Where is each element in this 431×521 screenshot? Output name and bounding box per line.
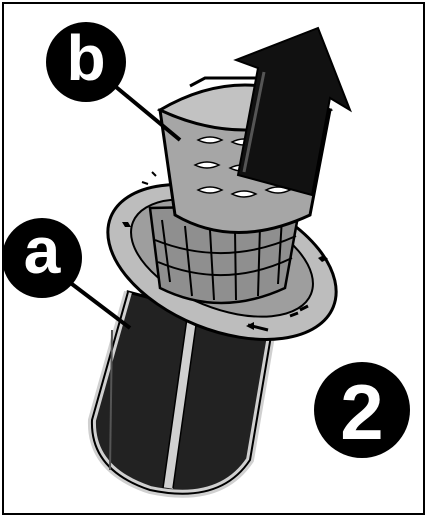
callout-b-text: b [66,22,105,94]
step-number-badge: 2 [314,362,410,458]
lift-up-arrow [233,26,352,197]
callout-a: a [2,213,82,298]
callout-a-text: a [24,213,62,287]
step-number-text: 2 [340,368,383,456]
leader-line-a [62,276,132,330]
leader-line-b [108,80,182,142]
cylindrical-filter [87,290,276,498]
callout-b: b [46,22,126,102]
